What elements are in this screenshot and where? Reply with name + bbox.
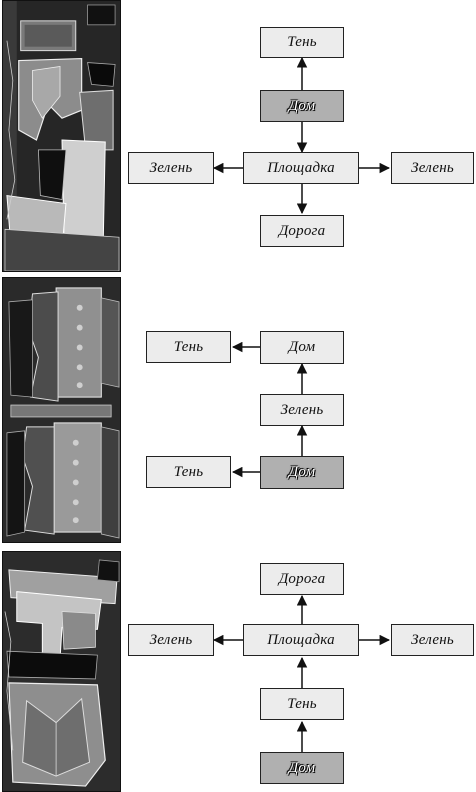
node-house-top-2: Дом: [260, 331, 344, 364]
node-road-1: Дорога: [260, 215, 344, 247]
node-green-left-3: Зелень: [128, 624, 214, 656]
node-green-right-1: Зелень: [391, 152, 474, 184]
aerial-photo-1-image: [3, 1, 120, 271]
aerial-photo-1: [2, 0, 121, 272]
node-shadow-3: Тень: [260, 688, 344, 720]
node-house-3: Дом: [260, 752, 344, 784]
node-square-3: Площадка: [243, 624, 359, 656]
node-square-1: Площадка: [243, 152, 359, 184]
node-shadow-1: Тень: [260, 27, 344, 58]
aerial-photo-2: [2, 277, 121, 543]
node-green-2: Зелень: [260, 394, 344, 426]
node-green-left-1: Зелень: [128, 152, 214, 184]
node-shadow-top-2: Тень: [146, 331, 231, 363]
node-road-3: Дорога: [260, 563, 344, 595]
node-shadow-bottom-2: Тень: [146, 456, 231, 488]
aerial-photo-3: [2, 551, 121, 792]
aerial-photo-2-image: [3, 278, 120, 542]
node-green-right-3: Зелень: [391, 624, 474, 656]
aerial-photo-3-image: [3, 552, 120, 791]
node-house-bottom-2: Дом: [260, 456, 344, 489]
node-house-1: Дом: [260, 90, 344, 122]
